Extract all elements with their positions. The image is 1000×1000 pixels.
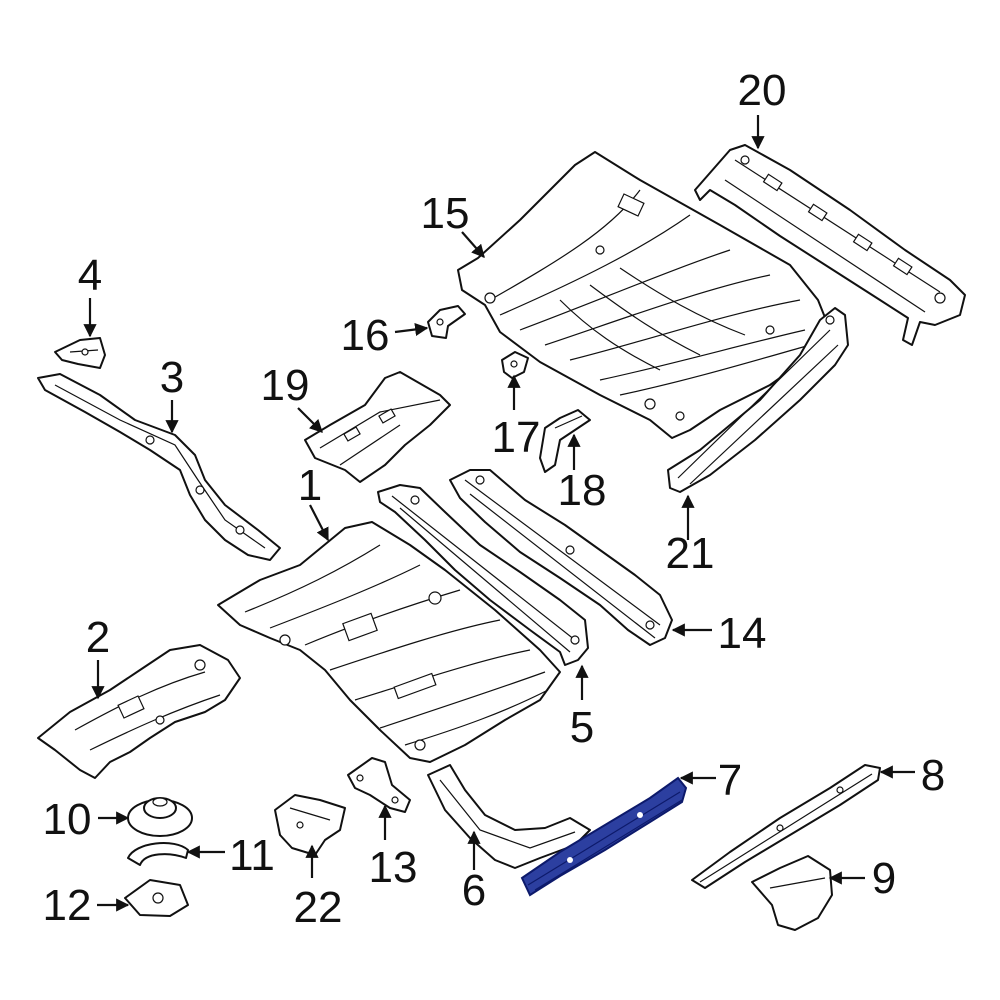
callout-8: 8 — [921, 751, 945, 800]
callout-22: 22 — [294, 883, 343, 932]
callout-21: 21 — [666, 529, 715, 578]
callout-17: 17 — [492, 413, 541, 462]
callout-1: 1 — [298, 461, 322, 510]
part-17-bracket[interactable] — [501, 351, 529, 379]
callout-15: 15 — [421, 189, 470, 238]
part-15-rear-floor-pan[interactable] — [457, 151, 831, 439]
part-8-side-rail[interactable] — [691, 764, 881, 889]
callout-18: 18 — [558, 466, 607, 515]
part-20-rear-crossmember[interactable] — [694, 144, 966, 346]
callout-10: 10 — [43, 795, 92, 844]
part-21-rear-side-sill[interactable] — [667, 307, 849, 493]
part-11-seal[interactable] — [127, 842, 189, 866]
part-13-mount-bracket[interactable] — [347, 757, 411, 813]
part-2-floor-pan-side[interactable] — [37, 644, 241, 779]
callout-12: 12 — [43, 881, 92, 930]
callout-9: 9 — [872, 854, 896, 903]
callout-3: 3 — [160, 353, 184, 402]
callout-7: 7 — [718, 756, 742, 805]
leader-lines — [83, 115, 915, 912]
callout-13: 13 — [369, 843, 418, 892]
callout-6: 6 — [462, 866, 486, 915]
part-1-front-floor-pan[interactable] — [217, 521, 561, 763]
callout-5: 5 — [570, 703, 594, 752]
part-3-front-side-rail[interactable] — [37, 373, 281, 561]
part-16-bracket[interactable] — [427, 305, 466, 339]
callout-20: 20 — [738, 66, 787, 115]
part-22-mount-bracket[interactable] — [274, 794, 346, 856]
callout-16: 16 — [341, 311, 390, 360]
part-4-bracket[interactable] — [54, 337, 106, 369]
callout-19: 19 — [261, 361, 310, 410]
part-10-plug[interactable] — [127, 797, 193, 837]
callout-11: 11 — [229, 831, 275, 880]
part-6-floor-rail[interactable] — [427, 764, 591, 869]
part-9-bracket[interactable] — [751, 855, 833, 931]
part-18-bracket[interactable] — [539, 409, 591, 473]
part-5-floor-crossmember[interactable] — [377, 484, 589, 666]
part-19-tunnel-bracket[interactable] — [304, 371, 451, 483]
callout-2: 2 — [86, 613, 110, 662]
callout-labels: 20 15 4 16 3 19 17 18 1 21 14 2 5 7 8 10… — [43, 66, 946, 932]
callout-4: 4 — [78, 251, 102, 300]
part-14-floor-crossmember[interactable] — [449, 469, 673, 646]
part-12-cover-plate[interactable] — [124, 879, 189, 917]
part-7-rocker-panel[interactable] — [520, 776, 688, 897]
callout-14: 14 — [718, 609, 767, 658]
